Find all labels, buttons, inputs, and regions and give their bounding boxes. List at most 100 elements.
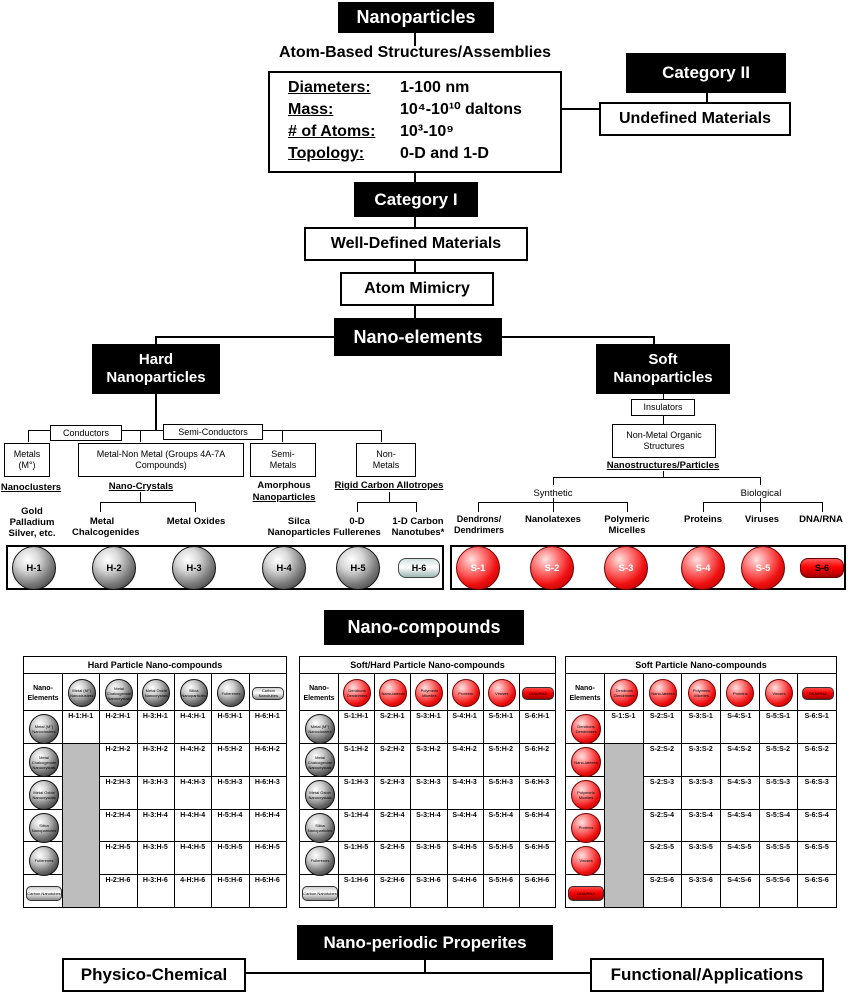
- table-title: Soft/Hard Particle Nano-compounds: [300, 657, 555, 674]
- compound-cell: S-6:S-3: [804, 778, 829, 786]
- nanostructures-label: Nanostructures/Particles: [606, 460, 720, 471]
- compound-cell: H-4:H-1: [180, 713, 206, 720]
- compound-cell: H-2:H-2: [105, 745, 131, 753]
- amorphous-label: Amorphous: [257, 480, 311, 491]
- nano-compounds-box: Nano-compounds: [324, 610, 524, 645]
- compound-cell: S-2:H-4: [379, 811, 405, 819]
- compound-cell: S-6:S-2: [804, 745, 829, 753]
- compound-cell: H-3:H-4: [142, 811, 168, 819]
- table-grid-line: [62, 674, 63, 907]
- compound-cell: H-2:H-6: [105, 877, 131, 885]
- soft-particle-icon: Viruses: [487, 679, 516, 707]
- nanoclusters-label: Nanoclusters: [0, 482, 62, 493]
- viruses-label: Viruses: [744, 514, 780, 525]
- compound-cell: H-2:H-5: [105, 844, 131, 852]
- nanotube-icon: DNA/RNA: [568, 886, 604, 902]
- compound-cell: H-2:H-4: [105, 811, 131, 819]
- compound-cell: H-2:H-3: [105, 778, 131, 786]
- compound-cell: H-5:H-4: [217, 811, 243, 819]
- table-grid-line: [446, 674, 448, 907]
- h1-element-icon: H-1: [12, 546, 56, 590]
- compound-cell: S-6:H-4: [524, 811, 550, 819]
- soft-particle-icon: Nano-latexes: [571, 747, 601, 778]
- compound-cell: S-2:H-5: [379, 844, 405, 852]
- compound-cell: S-3:H-5: [416, 844, 441, 852]
- compound-cell: S-3:H-3: [416, 778, 441, 786]
- hard-particle-icon: Metal (M°) Nanoclusters: [67, 679, 96, 707]
- dnarna-label: DNA/RNA: [799, 514, 843, 525]
- table-grid-line: [24, 808, 286, 810]
- rigid-carbon-label: Rigid Carbon Allotropes: [334, 480, 444, 491]
- compound-cell: H-4:H-2: [180, 745, 206, 753]
- connector-line: [424, 960, 426, 974]
- property-row: Mass: 10⁴-10¹⁰ daltons: [288, 99, 522, 121]
- compound-cell: S-3:S-2: [688, 745, 713, 753]
- connector-line: [381, 430, 382, 442]
- soft-particle-icon: Polymeric Micelles: [571, 780, 601, 811]
- compound-cell: H-3:H-5: [142, 844, 168, 852]
- hard-particle-icon: Metal (M°) Nanoclusters: [305, 714, 335, 745]
- compound-cell: H-5:H-1: [217, 713, 243, 720]
- title-box: Nanoparticles: [338, 2, 494, 33]
- compound-cell: H-5:H-6: [217, 877, 243, 885]
- compound-cell: S-5:H-1: [488, 713, 513, 720]
- soft-particle-icon: Polymeric Micelles: [415, 679, 444, 707]
- corner-label: Nano-Elements: [569, 685, 601, 702]
- compound-cell: H-4:H-5: [180, 844, 206, 852]
- table-grid-line: [300, 775, 555, 777]
- compound-cell: S-3:S-3: [688, 778, 713, 786]
- compound-cell: S-6:S-1: [804, 713, 829, 720]
- table-grid-line: [566, 775, 836, 777]
- compound-cell: S-3:S-5: [688, 844, 713, 852]
- compound-cell: S-2:S-4: [649, 811, 675, 819]
- table-grid-line: [482, 674, 484, 907]
- connector-line: [414, 261, 416, 273]
- nano-elements-box: Nano-elements: [334, 318, 502, 356]
- table-grid-line: [566, 841, 836, 843]
- empty-region: [605, 743, 643, 907]
- connector-line: [100, 502, 101, 512]
- compound-cell: S-3:S-1: [688, 713, 713, 720]
- connector-line: [553, 498, 554, 512]
- hard-particle-icon: Silica Nanoparticles: [305, 812, 335, 843]
- soft-particle-icon: Dendrons Dendrimers: [571, 714, 601, 745]
- compound-cell: S-3:H-2: [416, 745, 441, 753]
- compound-cell: S-5:S-6: [765, 877, 791, 885]
- property-key: Topology:: [288, 145, 365, 162]
- property-key: Mass:: [288, 101, 334, 118]
- connector-line: [195, 502, 196, 512]
- soft-particle-icon: Viruses: [571, 845, 601, 876]
- periodic-properties-box: Nano-periodic Properites: [297, 925, 553, 960]
- compound-cell: S-2:S-2: [649, 745, 675, 753]
- soft-nanoparticles-box: Soft Nanoparticles: [596, 344, 730, 394]
- table-grid-line: [410, 674, 412, 907]
- compound-cell: S-4:S-6: [727, 877, 752, 885]
- table-grid-line: [286, 674, 287, 907]
- connector-line: [703, 502, 823, 503]
- compound-cell: S-3:S-4: [688, 811, 713, 819]
- hard-particle-icon: Metal Chalcogenide Nanocrystals: [29, 747, 59, 778]
- connector-line: [663, 416, 664, 424]
- empty-region: [63, 743, 100, 907]
- table-grid-line: [566, 874, 836, 876]
- compound-cell: S-5:S-3: [765, 778, 791, 786]
- compound-cell: S-6:H-5: [524, 844, 550, 852]
- compound-cell: H-6:H-2: [254, 745, 280, 753]
- functional-applications-box: Functional/Applications: [590, 958, 824, 992]
- property-value: 0-D and 1-D: [400, 145, 489, 162]
- semi-conductors-box: Semi-Conductors: [163, 424, 263, 440]
- soft-particle-icon: Nano-latexes: [649, 679, 677, 707]
- undefined-materials-box: Undefined Materials: [599, 102, 791, 136]
- table-grid-line: [24, 710, 286, 711]
- table-grid-line: [300, 874, 555, 876]
- table-grid-line: [566, 742, 836, 744]
- compound-cell: S-2:S-3: [649, 778, 675, 786]
- property-value: 10⁴-10¹⁰ daltons: [400, 101, 522, 118]
- compound-cell: S-6:H-6: [524, 877, 550, 885]
- table-grid-line: [300, 907, 555, 908]
- compound-cell: S-4:H-3: [452, 778, 477, 786]
- compound-cell: S-4:S-5: [727, 844, 752, 852]
- compound-cell: H-2:H-1: [105, 713, 131, 720]
- compound-cell: S-3:S-6: [688, 877, 713, 885]
- compound-cell: S-6:S-4: [804, 811, 829, 819]
